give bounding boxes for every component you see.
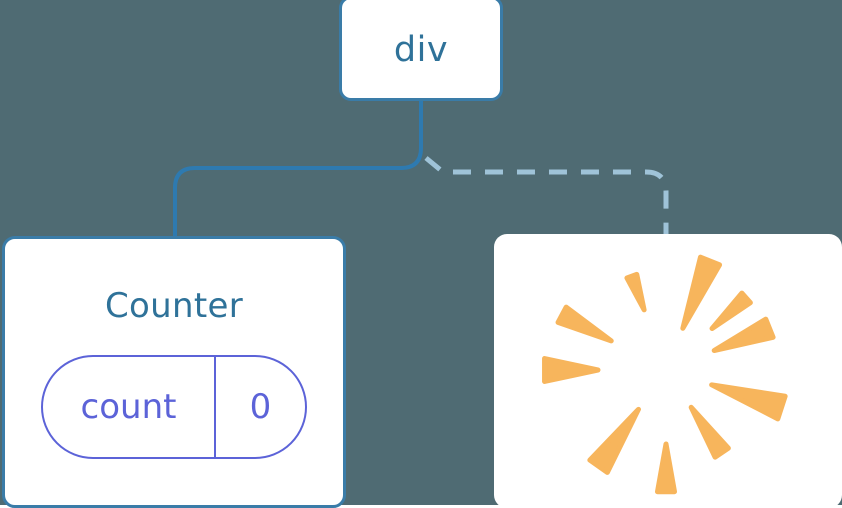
sparkle-ray-6 [587,406,641,475]
sparkle-ray-2 [711,316,776,354]
state-value: 0 [249,387,272,427]
state-pill-count[interactable]: count 0 [41,355,307,459]
node-div-label: div [393,30,449,70]
node-sparkle-highlight[interactable] [494,234,842,508]
sparkle-ray-9 [624,271,647,313]
edge-div-to-counter [173,99,423,240]
sparkle-ray-0 [680,254,723,331]
node-counter[interactable]: Counter count 0 [2,236,346,508]
sparkle-burst-icon [542,254,788,495]
node-counter-label: Counter [105,286,243,326]
node-div[interactable]: div [339,0,503,101]
sparkle-ray-5 [654,441,678,495]
state-key: count [43,357,216,457]
sparkle-ray-1 [709,290,753,332]
sparkle-ray-4 [688,404,731,460]
sparkle-ray-7 [542,356,601,384]
edge-div-to-sparkle [424,156,669,236]
sparkle-ray-8 [555,304,614,344]
sparkle-ray-3 [709,382,788,422]
